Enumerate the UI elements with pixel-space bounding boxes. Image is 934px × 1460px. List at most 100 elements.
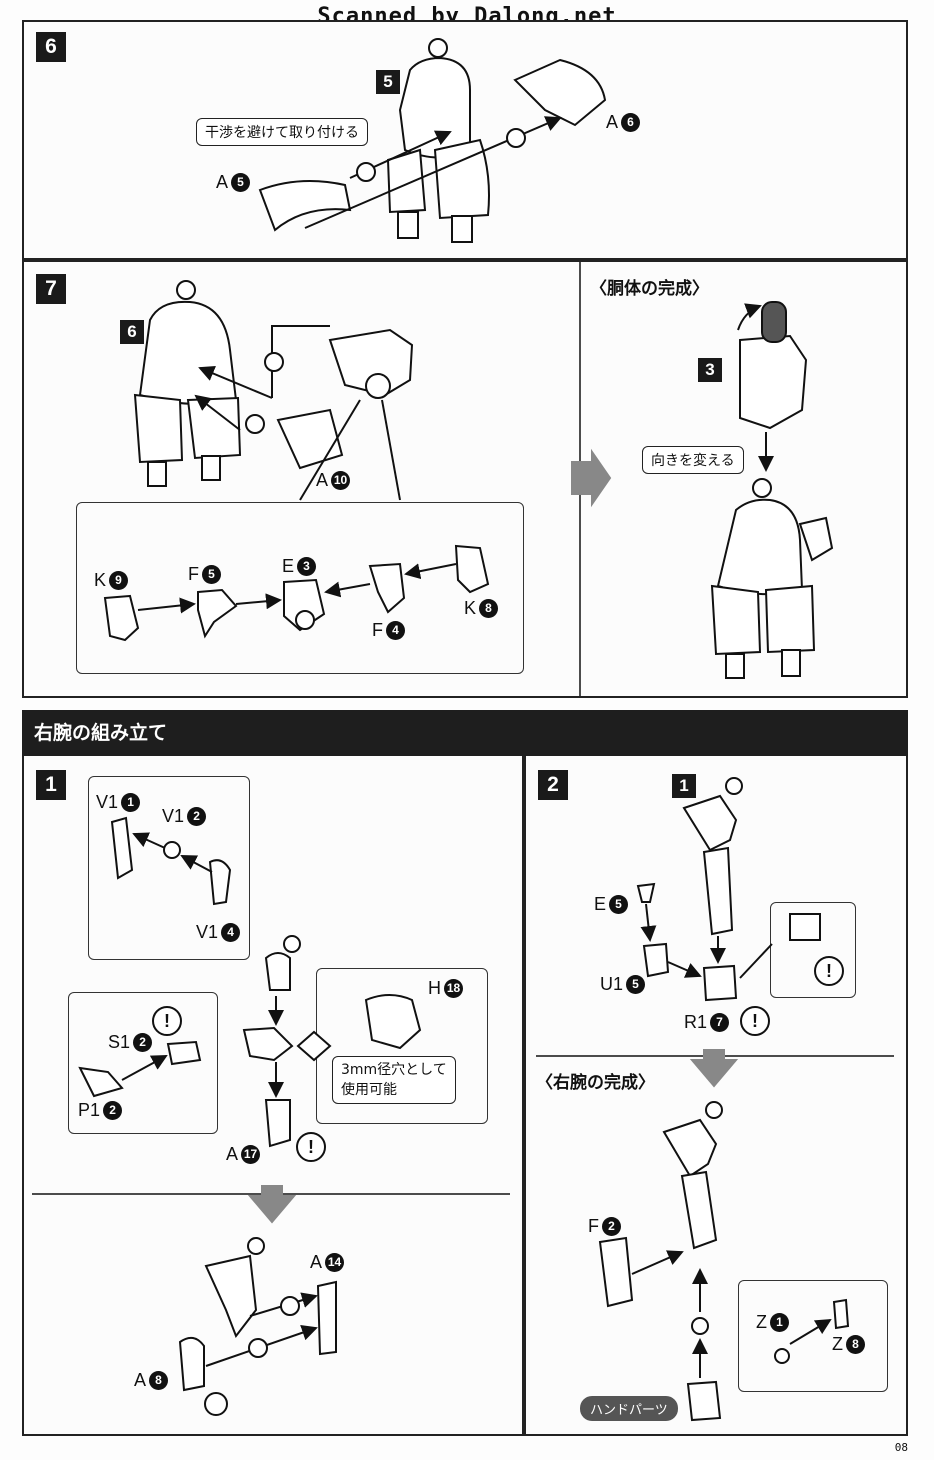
caution-icon: ! <box>152 1006 182 1036</box>
detail-box-v1 <box>88 776 250 960</box>
part-label-r1-7: R1 7 <box>684 1012 730 1033</box>
part-letter: V1 <box>96 792 119 812</box>
part-label-h18: H 18 <box>428 978 463 999</box>
part-number: 5 <box>231 173 251 192</box>
detail-box-r1 <box>770 902 856 998</box>
caution-icon: ! <box>296 1132 326 1162</box>
part-number: 8 <box>479 599 499 618</box>
part-letter: F <box>588 1216 599 1236</box>
detail-box-z <box>738 1280 888 1392</box>
arm-step-2-ref-step: 1 <box>672 774 696 798</box>
arm-step-1-callout: 3mm径穴として 使用可能 <box>332 1056 456 1104</box>
part-letter: K <box>94 570 107 590</box>
arm-step-1-panel: 1 V1 1 V1 2 V1 4 H 18 3mm径穴として 使用可能 S1 2… <box>22 756 524 1436</box>
part-letter: A <box>134 1370 147 1390</box>
part-letter: A <box>226 1144 239 1164</box>
part-letter: E <box>282 556 295 576</box>
part-number: 2 <box>133 1033 153 1052</box>
part-number: 8 <box>149 1371 169 1390</box>
part-e3-assembly-shape <box>328 328 414 397</box>
part-letter: K <box>464 598 477 618</box>
part-a10-shape <box>276 408 344 470</box>
part-number: 4 <box>386 621 405 640</box>
hand-parts-tag: ハンドパーツ <box>580 1396 678 1421</box>
step-7-ref-step: 6 <box>120 320 144 344</box>
part-label-a6: A 6 <box>606 112 641 133</box>
part-letter: Z <box>756 1312 767 1332</box>
part-number: 17 <box>241 1145 261 1164</box>
section-header-right-arm: 右腕の組み立て <box>22 710 908 756</box>
arm-step-2-number: 2 <box>538 770 568 800</box>
step-7-detail-box <box>76 502 524 674</box>
part-label-u1-5: U1 5 <box>600 974 646 995</box>
torso-complete-callout: 向きを変える <box>642 446 744 474</box>
step-6-ref-step: 5 <box>376 70 400 94</box>
part-letter: V1 <box>196 922 219 942</box>
part-number: 2 <box>602 1217 621 1236</box>
part-label-f4: F 4 <box>372 620 405 641</box>
part-label-a8: A 8 <box>134 1370 169 1391</box>
part-letter: H <box>428 978 441 998</box>
detail-box-s1-p1 <box>68 992 218 1134</box>
part-label-k9: K 9 <box>94 570 129 591</box>
part-letter: E <box>594 894 607 914</box>
part-label-f2: F 2 <box>588 1216 621 1237</box>
part-number: 1 <box>121 793 141 812</box>
part-letter: U1 <box>600 974 624 994</box>
arm-step-1-number: 1 <box>36 770 66 800</box>
torso-complete-ref-step: 3 <box>698 358 722 382</box>
part-label-v1-1: V1 1 <box>96 792 141 813</box>
part-label-v1-2: V1 2 <box>162 806 207 827</box>
part-letter: R1 <box>684 1012 708 1032</box>
part-letter: Z <box>832 1334 843 1354</box>
part-a6-shape <box>513 58 607 127</box>
part-number: 6 <box>621 113 641 132</box>
part-label-f5: F 5 <box>188 564 221 585</box>
caution-icon: ! <box>740 1006 770 1036</box>
step-7-number: 7 <box>36 274 66 304</box>
part-label-a10: A 10 <box>316 470 351 491</box>
part-letter: S1 <box>108 1032 131 1052</box>
part-label-a14: A 14 <box>310 1252 345 1273</box>
part-letter: A <box>310 1252 323 1272</box>
part-number: 3 <box>297 557 317 576</box>
step-6-number: 6 <box>36 32 66 62</box>
part-label-e5: E 5 <box>594 894 629 915</box>
part-number: 2 <box>187 807 207 826</box>
part-number: 8 <box>846 1335 865 1354</box>
part-label-a17: A 17 <box>226 1144 261 1165</box>
part-letter: A <box>606 112 619 132</box>
torso-complete-title: 〈胴体の完成〉 <box>590 279 709 299</box>
part-number: 5 <box>202 565 221 584</box>
part-label-e3: E 3 <box>282 556 317 577</box>
part-number: 7 <box>710 1013 730 1032</box>
part-number: 9 <box>109 571 129 590</box>
part-number: 1 <box>770 1313 789 1332</box>
arm-complete-title: 〈右腕の完成〉 <box>536 1073 655 1093</box>
part-number: 5 <box>609 895 629 914</box>
part-letter: F <box>372 620 383 640</box>
part-label-a5: A 5 <box>216 172 251 193</box>
part-letter: A <box>316 470 329 490</box>
part-label-z8: Z 8 <box>832 1334 865 1355</box>
caution-icon: ! <box>814 956 844 986</box>
page-number: 08 <box>894 1441 908 1454</box>
part-label-z1: Z 1 <box>756 1312 789 1333</box>
part-label-v1-4: V1 4 <box>196 922 241 943</box>
part-number: 4 <box>221 923 241 942</box>
part-label-p1-2: P1 2 <box>78 1100 123 1121</box>
part-label-k8: K 8 <box>464 598 499 619</box>
part-number: 5 <box>626 975 646 994</box>
torso-figure <box>386 38 490 243</box>
part-number: 14 <box>325 1253 345 1272</box>
part-number: 18 <box>444 979 463 998</box>
torso-figure-step7 <box>133 280 242 487</box>
part-letter: A <box>216 172 229 192</box>
part-a5-shape <box>258 180 352 232</box>
step-6-callout: 干渉を避けて取り付ける <box>196 118 368 146</box>
part-letter: V1 <box>162 806 185 826</box>
part-letter: P1 <box>78 1100 101 1120</box>
part-number: 2 <box>103 1101 123 1120</box>
part-letter: F <box>188 564 199 584</box>
